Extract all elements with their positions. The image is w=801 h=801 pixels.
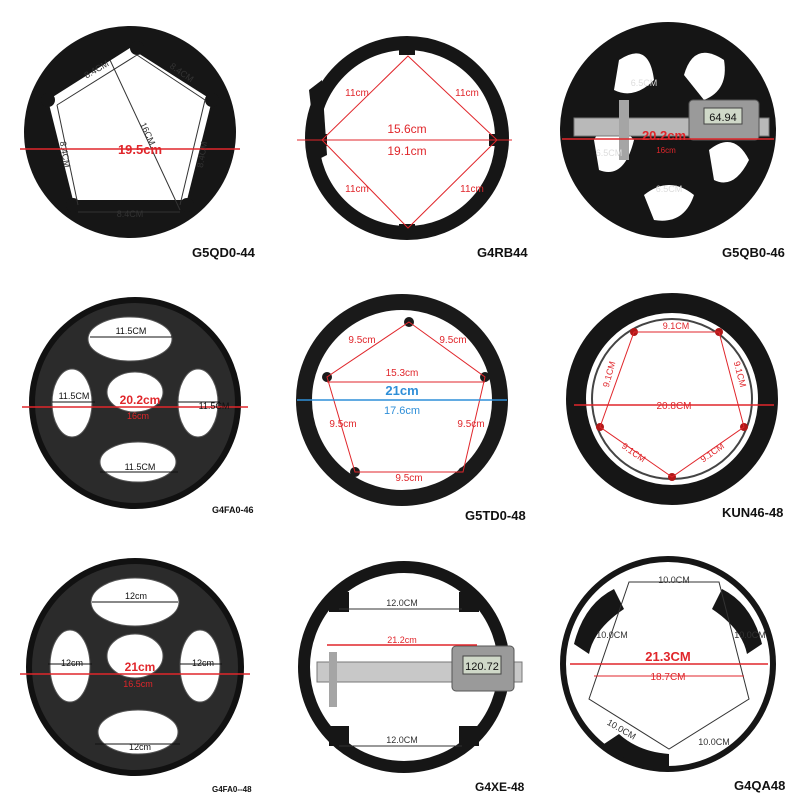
outer-diameter-label: 21cm (125, 660, 156, 674)
edge-label: 9.5cm (457, 419, 484, 430)
caliper: 64.94 (573, 99, 770, 160)
chainguard-panel-kun46-48: 20.8CM 9.1CM 9.1CM 9.1CM 9.1CM 9.1CM KUN… (534, 267, 801, 534)
caliper-readout: 64.94 (709, 112, 737, 124)
window-label: 11.5CM (199, 401, 230, 411)
model-label: G5QD0-44 (192, 245, 256, 260)
outer-diameter-label: 20.2cm (642, 128, 686, 143)
edge-label: 11cm (455, 88, 479, 99)
chainguard-panel-g4rb44: 15.6cm 19.1cm 11cm 11cm 11cm 11cm G4RB44 (267, 0, 534, 267)
model-label: G4FA0--48 (212, 785, 252, 794)
segment-label: 8.4CM (195, 141, 209, 169)
outer-diameter-label: 20.2cm (120, 393, 161, 407)
caliper-readout: 120.72 (465, 661, 499, 673)
edge-label: 11cm (460, 184, 484, 195)
dimension-lines (56, 54, 206, 213)
dimension-lines (326, 321, 486, 473)
dimension-lines (588, 581, 750, 750)
model-label: G5QB0-46 (722, 245, 785, 260)
chainguard-panel-g4qa48: 21.3CM 18.7CM 10.0CM 10.0CM 10.0CM 10.0C… (534, 534, 801, 801)
chainguard-photo: 64.94 20.2cm 16cm 6.5CM 6.5CM 6.5CM G5QB… (560, 22, 785, 260)
edge-label: 9.5cm (329, 419, 356, 430)
edge-label: 10.0CM (596, 630, 628, 640)
edge-label: 9.5cm (439, 335, 466, 346)
outer-diameter-label: 21.2cm (387, 635, 417, 645)
chainguard-photo: 120.72 21.2cm 12.0CM 12.0CM G4XE-48 (298, 561, 525, 794)
edge-label: 10.0CM (698, 737, 730, 747)
outer-diameter-label: 20.8CM (656, 401, 691, 412)
spider-windows (51, 316, 219, 483)
window-label: 6.5CM (656, 184, 683, 194)
bottom-span-label: 12.0CM (386, 735, 418, 745)
edge-label: 11cm (345, 88, 369, 99)
model-label: G4FA0-46 (212, 505, 254, 515)
chainguard-photo: 21.3CM 18.7CM 10.0CM 10.0CM 10.0CM 10.0C… (560, 556, 785, 793)
chainguard-panel-g4xe-48: 120.72 21.2cm 12.0CM 12.0CM G4XE-48 (267, 534, 534, 801)
guard-arm (604, 734, 669, 772)
chainguard-panel-g4fa0-48: 21cm 16.5cm 12cm 12cm 12cm 12cm G4FA0--4… (0, 534, 267, 801)
model-label: KUN46-48 (722, 505, 783, 520)
chainguard-panel-g5td0-48: 21cm 17.6cm 15.3cm 9.5cm 9.5cm 9.5cm 9.5… (267, 267, 534, 534)
inner-diameter-label: 15.6cm (387, 122, 426, 136)
mounting-bolts (41, 41, 219, 212)
edge-label: 9.1CM (732, 360, 749, 388)
dimension-lines (297, 55, 512, 229)
guard-brackets (329, 592, 479, 746)
window-label: 12cm (125, 591, 147, 601)
dimension-lines (52, 336, 220, 473)
chainguard-panel-g4fa0-46: 20.2cm 16cm 11.5CM 11.5CM 11.5CM 11.5CM … (0, 267, 267, 534)
chainguard-photo: 21cm 17.6cm 15.3cm 9.5cm 9.5cm 9.5cm 9.5… (296, 294, 526, 523)
guard-inner-rim (591, 318, 753, 480)
dimension-lines (599, 331, 745, 478)
chainguard-panel-g5qd0-44: 19.5cm 16CM 8.4CM 8.4CM 8.4CM 8.4CM 8.4C… (0, 0, 267, 267)
window-label: 12cm (192, 658, 214, 668)
window-label: 11.5CM (59, 391, 90, 401)
window-label: 12cm (129, 742, 151, 752)
chainguard-photo: 20.8CM 9.1CM 9.1CM 9.1CM 9.1CM 9.1CM KUN… (566, 293, 783, 520)
chainguard-photo: 15.6cm 19.1cm 11cm 11cm 11cm 11cm G4RB44 (297, 36, 528, 260)
outer-diameter-label: 19.5cm (118, 142, 162, 157)
segment-label: 8.4CM (58, 141, 72, 169)
guard-cutout (48, 48, 212, 200)
edge-label: 10.0CM (658, 575, 690, 585)
guard-ring (305, 36, 509, 240)
spider-windows (49, 577, 221, 755)
inner-diameter-label: 16cm (127, 411, 149, 421)
model-label: G4RB44 (477, 245, 528, 260)
guard-arm (712, 589, 762, 654)
inner-diameter-label: 17.6cm (384, 405, 420, 417)
outer-diameter-label: 19.1cm (387, 144, 426, 158)
window-label: 6.5CM (596, 148, 623, 158)
guard-ring (566, 293, 778, 505)
segment-label: 8.4CM (117, 209, 144, 219)
outer-diameter-label: 21cm (385, 383, 418, 398)
model-label: G4XE-48 (475, 780, 525, 794)
inner-diameter-label: 18.7CM (650, 672, 685, 683)
window-label: 11.5CM (116, 326, 147, 336)
model-label: G5TD0-48 (465, 508, 526, 523)
window-label: 11.5CM (125, 462, 156, 472)
inner-diameter-label: 16.5cm (123, 679, 153, 689)
edge-label: 9.5cm (348, 335, 375, 346)
chord-label: 15.3cm (386, 368, 419, 379)
outer-diameter-label: 21.3CM (645, 649, 691, 664)
chainguard-photo: 21cm 16.5cm 12cm 12cm 12cm 12cm G4FA0--4… (20, 558, 252, 794)
chainguard-panel-g5qb0-46: 64.94 20.2cm 16cm 6.5CM 6.5CM 6.5CM G5QB… (534, 0, 801, 267)
edge-label: 9.5cm (395, 473, 422, 484)
edge-label: 10.0CM (734, 630, 766, 640)
dimension-lines (48, 601, 222, 745)
guard-arm (574, 589, 624, 654)
chainguard-photo: 20.2cm 16cm 11.5CM 11.5CM 11.5CM 11.5CM … (22, 297, 254, 515)
edge-label: 9.1CM (620, 441, 647, 464)
edge-label: 9.1CM (663, 321, 690, 331)
model-label: G4QA48 (734, 778, 785, 793)
top-span-label: 12.0CM (386, 598, 418, 608)
edge-label: 11cm (345, 184, 369, 195)
window-label: 6.5CM (631, 78, 658, 88)
caliper: 120.72 (316, 645, 523, 707)
window-label: 12cm (61, 658, 83, 668)
chainguard-photo: 19.5cm 16CM 8.4CM 8.4CM 8.4CM 8.4CM 8.4C… (20, 26, 256, 260)
inner-diameter-label: 16cm (656, 146, 676, 155)
